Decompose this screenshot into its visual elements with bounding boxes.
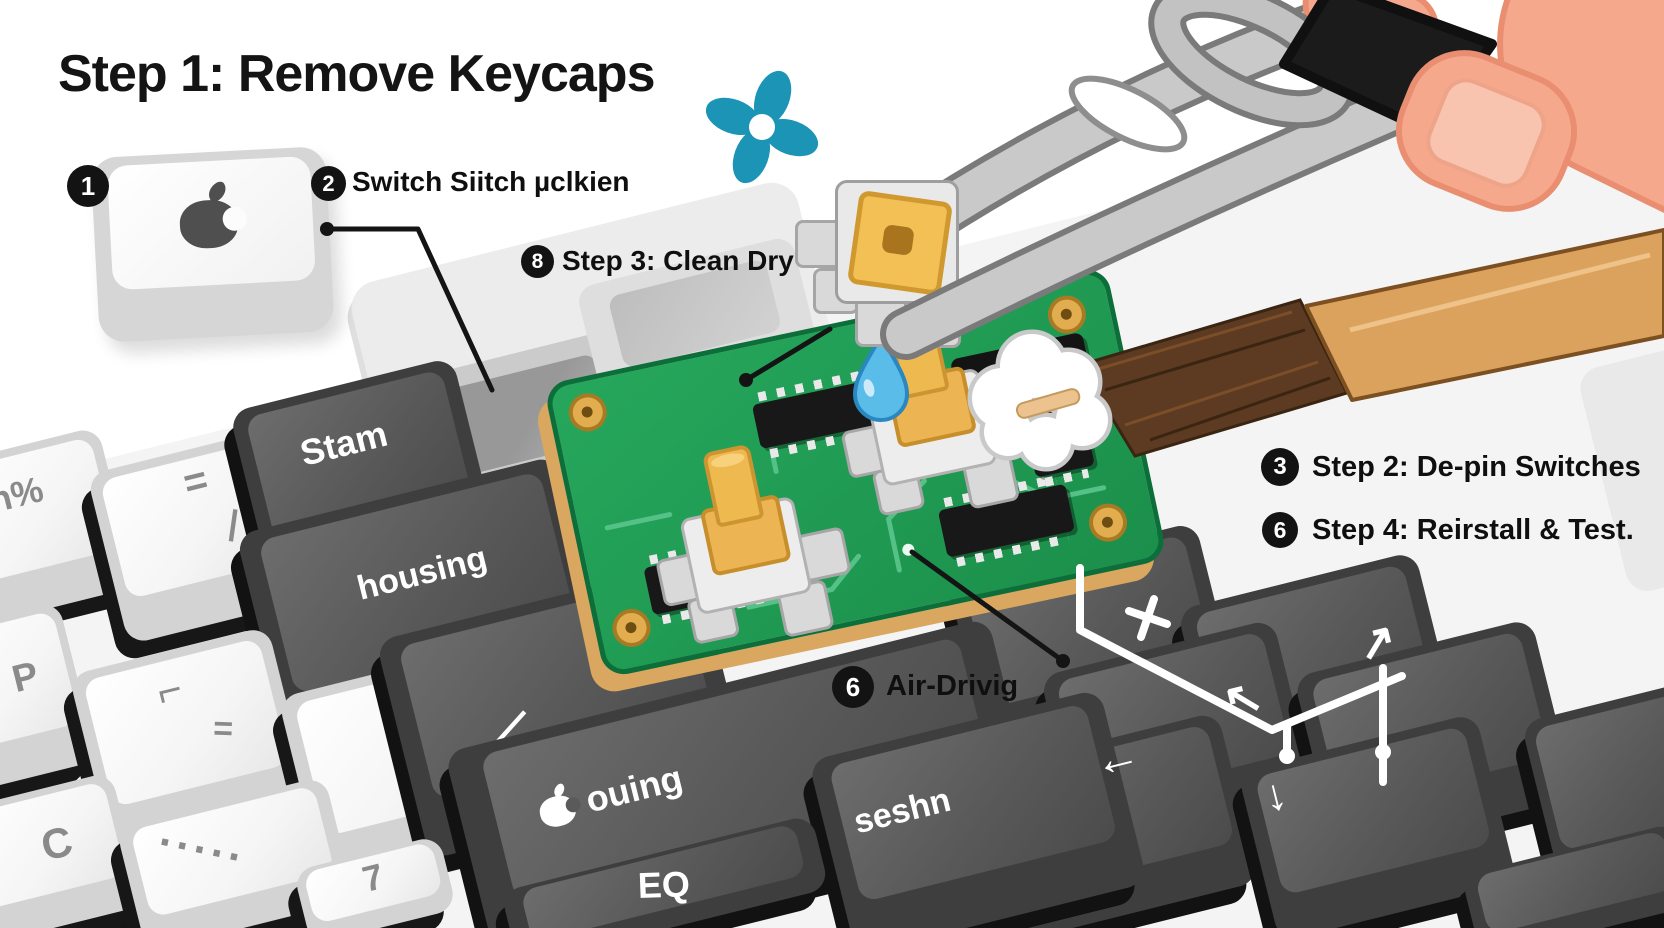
- step-badge-1: 1: [67, 165, 109, 207]
- keycap-sublabel: =: [212, 709, 234, 749]
- keycap-top: [1532, 693, 1664, 852]
- pcb-board: [543, 265, 1168, 679]
- removed-switch: [795, 160, 985, 350]
- page-title: Step 1: Remove Keycaps: [58, 45, 655, 103]
- step-badge-6a: 6: [1262, 512, 1298, 548]
- callout-label-reinstall: Step 4: Reirstall & Test.: [1312, 514, 1634, 546]
- callout-label-airdry: Air-Drivig: [886, 670, 1019, 702]
- keycap-top: [82, 637, 290, 808]
- callout-label-depin: Step 2: De-pin Switches: [1312, 451, 1641, 483]
- mounted-switch: [627, 428, 862, 655]
- step-badge-3: 3: [1261, 448, 1299, 486]
- callout-label-switch: Switch Siitch µclkien: [352, 166, 630, 197]
- step-badge-2: 2: [311, 166, 346, 201]
- callout-label-clean-dry: Step 3: Clean Dry: [562, 245, 794, 276]
- removed-keycap: [90, 145, 335, 344]
- step-badge-8: 8: [521, 245, 554, 278]
- step-badge-6b: 6: [832, 666, 874, 708]
- keycap-label: EQ: [637, 863, 691, 907]
- apple-logo-icon: [178, 179, 248, 254]
